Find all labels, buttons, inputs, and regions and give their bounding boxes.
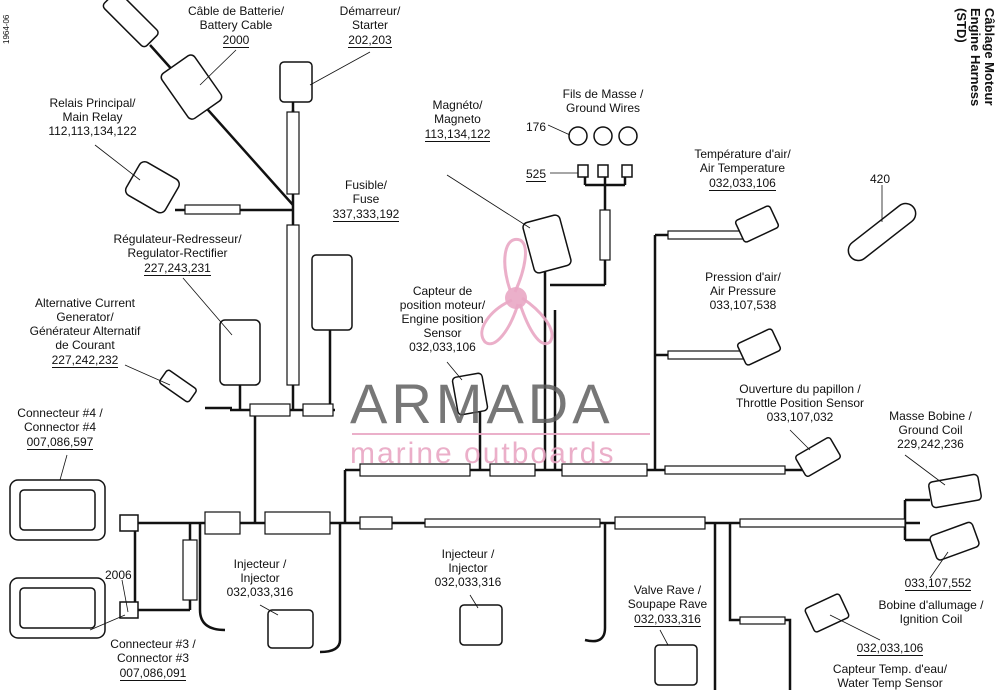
label-water-temp-parts: 032,033,106 xyxy=(856,641,924,656)
document-id: 1964-06 xyxy=(2,14,11,44)
label-injector-2: Injecteur / Injector 032,033,316 xyxy=(434,547,502,589)
label-engine-position-sensor: Capteur de position moteur/ Engine posit… xyxy=(399,284,486,354)
watermark-rule xyxy=(352,433,650,435)
label-water-temp-sensor: Capteur Temp. d'eau/ Water Temp Sensor xyxy=(832,662,948,690)
title-line-3: (STD) xyxy=(954,8,969,43)
label-ignition-coil-parts: 033,107,552 xyxy=(904,576,972,591)
title-line-1: Câblage Moteur xyxy=(982,8,997,106)
label-injector-1: Injecteur / Injector 032,033,316 xyxy=(226,557,294,599)
label-fuse: Fusible/ Fuse 337,333,192 xyxy=(332,178,400,222)
label-connector-4: Connecteur #4 / Connector #4 007,086,597 xyxy=(17,406,103,450)
watermark-brand: ARMADA xyxy=(350,372,614,435)
label-air-temperature: Température d'air/ Air Temperature 032,0… xyxy=(694,147,791,191)
title-line-2: Engine Harness xyxy=(968,8,983,107)
watermark-tagline: marine outboards xyxy=(350,437,616,470)
label-air-pressure: Pression d'air/ Air Pressure 033,107,538 xyxy=(705,270,781,312)
label-ground-coil: Masse Bobine / Ground Coil 229,242,236 xyxy=(889,409,972,451)
label-starter: Démarreur/ Starter 202,203 xyxy=(339,4,401,48)
label-ignition-coil: Bobine d'allumage / Ignition Coil xyxy=(878,598,984,626)
diagram-title: Câblage Moteur Engine Harness (STD) xyxy=(954,8,997,107)
label-valve-rave: Valve Rave / Soupape Rave 032,033,316 xyxy=(627,583,708,627)
label-regulator-rectifier: Régulateur-Redresseur/ Regulator-Rectifi… xyxy=(113,232,242,276)
label-throttle-position: Ouverture du papillon / Throttle Positio… xyxy=(735,382,865,424)
propeller-logo-icon xyxy=(480,237,554,346)
ref-525: 525 xyxy=(526,167,547,182)
ref-2006: 2006 xyxy=(105,568,132,582)
label-battery-cable: Câble de Batterie/ Battery Cable 2000 xyxy=(187,4,285,48)
label-connector-3: Connecteur #3 / Connector #3 007,086,091 xyxy=(110,637,196,681)
ref-420: 420 xyxy=(870,172,891,186)
label-ground-wires: Fils de Masse / Ground Wires xyxy=(562,87,644,115)
label-main-relay: Relais Principal/ Main Relay 112,113,134… xyxy=(48,96,137,138)
label-magneto: Magnéto/ Magneto 113,134,122 xyxy=(424,98,491,142)
ref-176: 176 xyxy=(526,120,547,134)
label-generator: Alternative Current Generator/ Générateu… xyxy=(29,296,141,368)
